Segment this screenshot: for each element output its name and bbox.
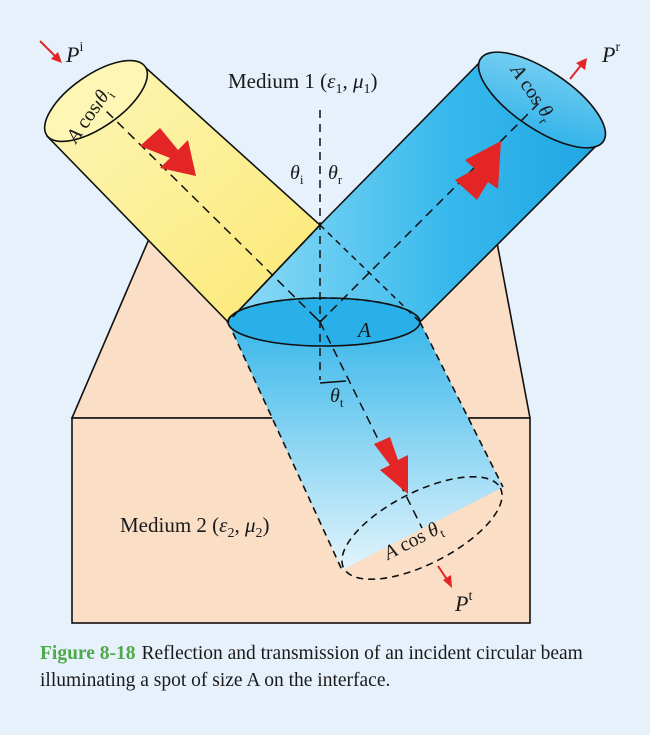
- reflected-angle-label: θr: [328, 162, 343, 187]
- reflected-power-arrow: [569, 63, 583, 80]
- incident-power-arrowhead: [51, 52, 62, 63]
- transmitted-beam: [228, 322, 503, 570]
- incident-power-arrow: [39, 40, 58, 59]
- spot-area-label: A: [356, 318, 371, 342]
- hidden-edge: [227, 224, 321, 323]
- caption-text: Reflection and transmission of an incide…: [40, 643, 583, 691]
- reflected-axis: [319, 99, 543, 323]
- transmitted-power-label: Pt: [454, 589, 472, 616]
- transmitted-direction-arrow: [374, 437, 408, 494]
- spot-center-mark: [312, 314, 328, 324]
- reflection-transmission-diagram: Medium 1 (ε1, μ1) Medium 2 (ε2, μ2) Pi P…: [39, 40, 620, 624]
- medium2-label: Medium 2 (ε2, μ2): [120, 513, 269, 541]
- reflected-power-label: Pr: [601, 40, 620, 67]
- reflected-end-cap: [477, 51, 607, 149]
- medium1-label: Medium 1 (ε1, μ1): [228, 69, 377, 97]
- reflected-direction-arrow: [455, 141, 501, 200]
- transmitted-axis: [319, 321, 423, 529]
- transmitted-beam-edge: [419, 321, 504, 488]
- figure-number: Figure 8-18: [40, 643, 136, 664]
- incident-direction-arrow: [140, 128, 196, 176]
- incident-angle-label: θi: [290, 162, 304, 187]
- transmitted-angle-arc: [319, 380, 347, 384]
- transmitted-cross-section: [341, 475, 503, 581]
- transmitted-beam-edge: [227, 321, 343, 571]
- transmitted-angle-label: θt: [330, 385, 344, 410]
- transmitted-power-arrowhead: [443, 575, 452, 588]
- reflected-power-arrowhead: [576, 58, 587, 70]
- incident-power-label: Pi: [65, 40, 83, 67]
- hidden-edge: [319, 224, 421, 323]
- incident-axis: [95, 100, 321, 323]
